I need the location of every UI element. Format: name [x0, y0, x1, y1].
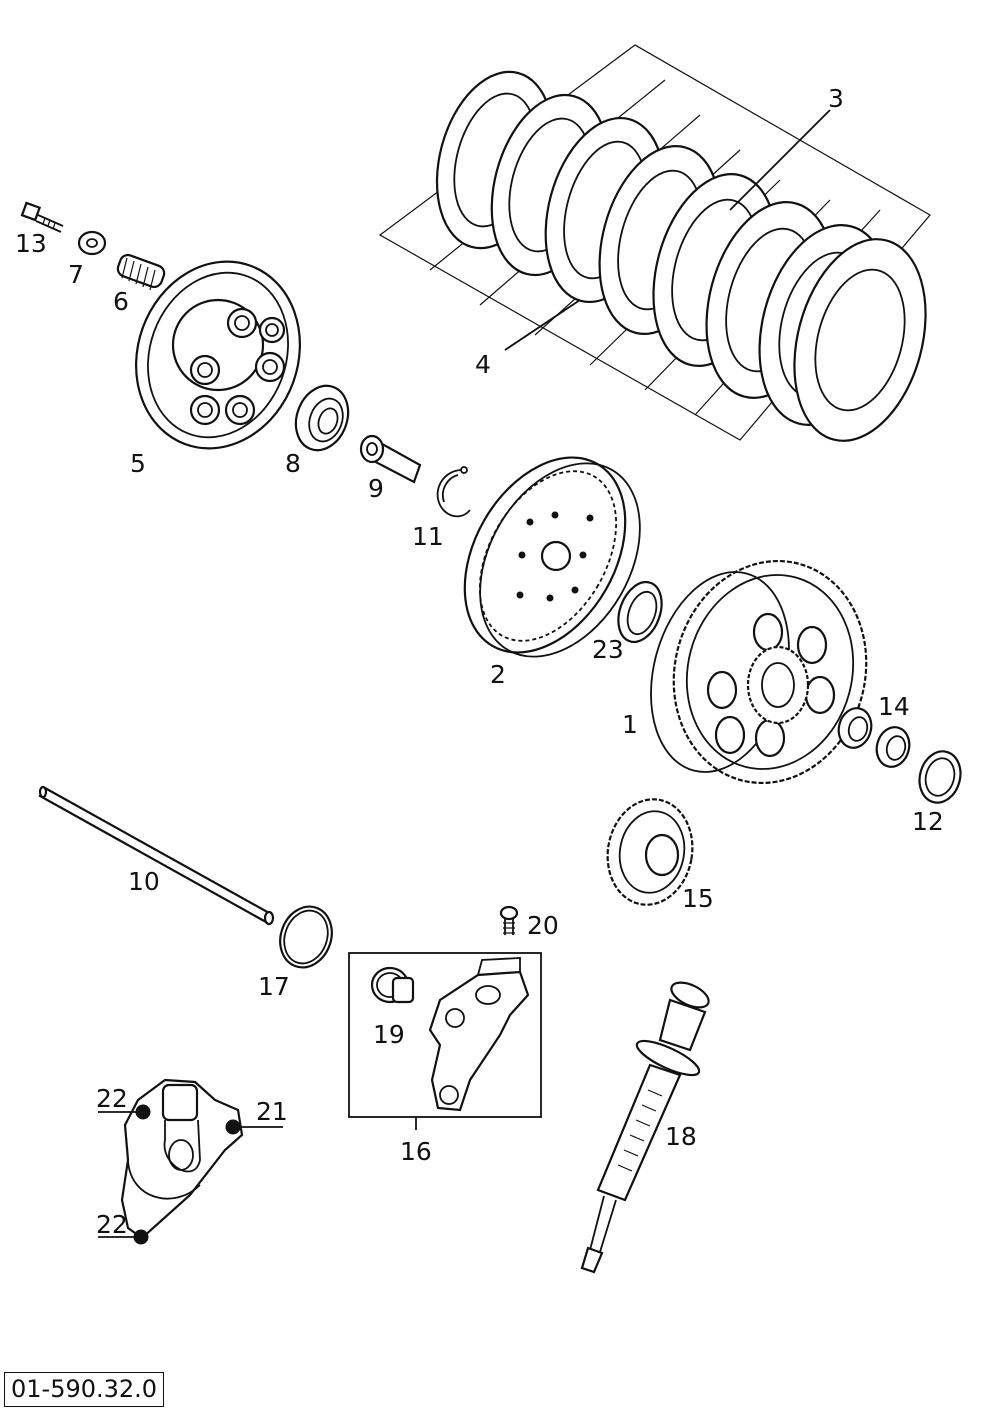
clutch-cover [98, 1078, 283, 1245]
thrust-washer [617, 580, 663, 644]
clutch-basket [650, 559, 868, 785]
callout-14: 14 [878, 692, 910, 721]
slave-cylinder-housing [428, 957, 530, 1112]
circlip [436, 466, 471, 518]
callout-15: 15 [682, 884, 714, 913]
pressure-piece [359, 434, 422, 484]
cover-bolt-hole [133, 1229, 149, 1245]
cover-bolt-hole [135, 1104, 151, 1120]
drawing-number: 01-590.32.0 [4, 1372, 165, 1407]
friction-plates [435, 70, 927, 442]
callout-19: 19 [373, 1020, 405, 1049]
leader-3 [729, 109, 831, 211]
callout-4: 4 [475, 350, 491, 379]
ball-bearing [294, 384, 350, 452]
washer [77, 230, 107, 256]
callout-12: 12 [912, 807, 944, 836]
callout-11: 11 [412, 522, 444, 551]
callout-18: 18 [665, 1122, 697, 1151]
callout-20: 20 [527, 911, 559, 940]
callout-9: 9 [368, 474, 384, 503]
piston [370, 966, 415, 1004]
clutch-plate-stack [378, 44, 931, 442]
callout-10: 10 [128, 867, 160, 896]
pressure-plate [135, 260, 301, 450]
callout-22-top: 22 [96, 1084, 128, 1113]
inner-clutch-hub [463, 456, 641, 658]
leader-4 [504, 299, 581, 351]
bolt [20, 201, 64, 233]
callout-13: 13 [15, 229, 47, 258]
callout-1: 1 [622, 710, 638, 739]
needle-bearing [837, 707, 911, 768]
callout-5: 5 [130, 449, 146, 478]
intermediate-gear [606, 798, 694, 906]
thrust-washer-outer [918, 750, 962, 804]
callout-16: 16 [400, 1137, 432, 1166]
grease-syringe [580, 981, 710, 1274]
callout-6: 6 [113, 287, 129, 316]
callout-17: 17 [258, 972, 290, 1001]
callout-8: 8 [285, 449, 301, 478]
callout-2: 2 [490, 660, 506, 689]
callout-7: 7 [68, 260, 84, 289]
slave-cylinder-kit [348, 952, 542, 1130]
cover-bolt-hole [225, 1119, 241, 1135]
clutch-spring [116, 253, 166, 291]
callout-3: 3 [828, 84, 844, 113]
callout-21: 21 [256, 1097, 288, 1126]
callout-22-bottom: 22 [96, 1210, 128, 1239]
callout-23: 23 [592, 635, 624, 664]
o-ring [279, 905, 333, 969]
push-rod [38, 785, 275, 926]
bleed-screw [499, 905, 519, 935]
